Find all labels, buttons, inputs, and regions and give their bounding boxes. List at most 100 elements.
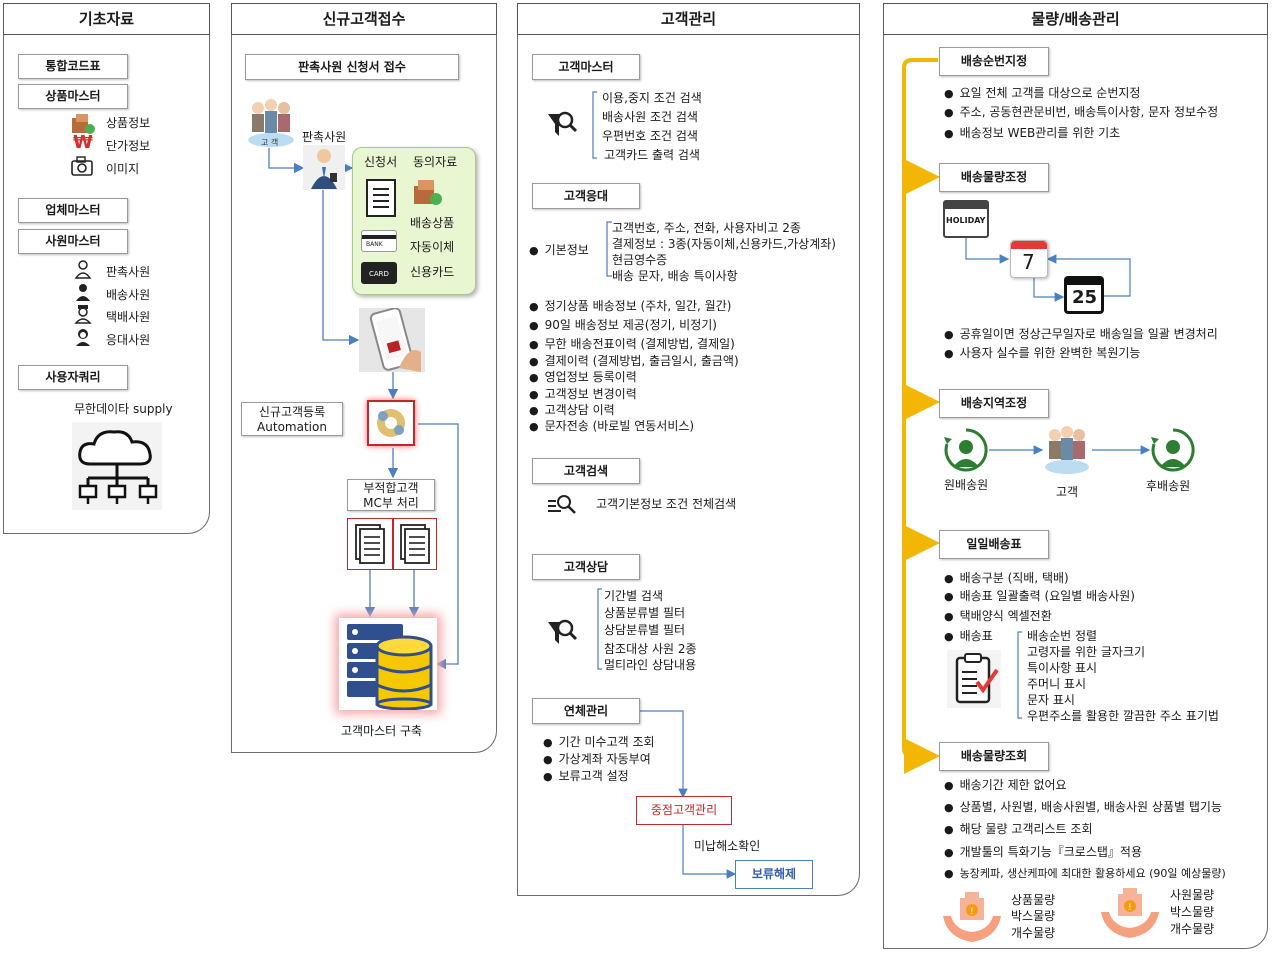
order-bullet-1: 요일 전체 고객를 대상으로 순번지정 bbox=[944, 84, 1141, 101]
customer-consult-box[interactable]: 고객상담 bbox=[532, 554, 640, 580]
calendar-7-icon: 7 bbox=[1010, 240, 1048, 278]
basic-info-item-3: 현금영수증 bbox=[612, 253, 668, 267]
consult-filter-icon bbox=[546, 618, 578, 653]
product-box-icon bbox=[70, 112, 96, 136]
basic-info-item-1: 고객번호, 주소, 전화, 사용자비고 2종 bbox=[612, 221, 801, 235]
search-item: 고객기본정보 조건 전체검색 bbox=[596, 497, 737, 511]
camera-icon bbox=[70, 155, 94, 180]
unfit-customer-box[interactable]: 부적합고객 MC부 처리 bbox=[347, 479, 435, 511]
courier-staff-label: 택배사원 bbox=[106, 310, 151, 324]
service-bullet-7: 고객상담 이력 bbox=[529, 401, 615, 418]
adjust-bullet-1: 공휴일이면 정상근무일자로 배송일을 일괄 변경처리 bbox=[944, 325, 1218, 342]
delivery-product-label: 배송상품 bbox=[410, 216, 455, 230]
basic-info-label: 기본정보 bbox=[529, 241, 589, 258]
service-bullet-1: 정기상품 배송정보 (주차, 일간, 월간) bbox=[529, 297, 732, 314]
master-search-item-2: 배송사원 조건 검색 bbox=[602, 110, 698, 124]
focus-customer-box[interactable]: 중점고객관리 bbox=[636, 796, 732, 825]
order-bullet-3: 배송정보 WEB관리를 위한 기초 bbox=[944, 124, 1121, 141]
holiday-label: HOLIDAY bbox=[946, 216, 986, 225]
customer-master-box[interactable]: 고객마스터 bbox=[532, 54, 640, 80]
hold-release-box[interactable]: 보류해제 bbox=[735, 860, 813, 889]
promo-staff-label: 판촉사원 bbox=[106, 265, 151, 279]
customers-group-tag: 고 객 bbox=[261, 138, 279, 147]
daily-bullet-1: 배송구분 (직배, 택배) bbox=[944, 569, 1069, 586]
support-staff-label: 응대사원 bbox=[106, 333, 151, 347]
customers-group-icon bbox=[246, 96, 296, 151]
volume-query-box[interactable]: 배송물량조회 bbox=[939, 742, 1049, 771]
daily-bullet-3: 택배양식 엑셀전환 bbox=[944, 607, 1052, 624]
next-driver-icon bbox=[1150, 427, 1196, 476]
area-customers-icon bbox=[1043, 423, 1091, 478]
next-driver-label: 후배송원 bbox=[1146, 479, 1191, 493]
credit-card-icon: CARD bbox=[361, 262, 397, 284]
user-query-box[interactable]: 사용자쿼리 bbox=[18, 365, 128, 390]
automation-title-2: Automation bbox=[257, 420, 327, 434]
price-info-label: 단가정보 bbox=[106, 139, 151, 153]
delivery-product-icon bbox=[412, 178, 444, 211]
consult-item-5: 멀티라인 상담내용 bbox=[604, 658, 697, 672]
unfit-document-icon-1 bbox=[347, 518, 393, 570]
database-server-icon bbox=[339, 618, 437, 711]
product-master-box[interactable]: 상품마스터 bbox=[18, 84, 128, 109]
master-search-item-1: 이용,중지 조건 검색 bbox=[602, 91, 702, 105]
bank-card-icon: BANK bbox=[361, 230, 397, 252]
right-volume-item-2: 박스물량 bbox=[1170, 905, 1215, 919]
master-search-item-4: 고객카드 출력 검색 bbox=[604, 148, 700, 162]
holiday-calendar-icon: HOLIDAY bbox=[943, 200, 989, 238]
reception-title: 신규고객접수 bbox=[231, 3, 497, 35]
delivery-title: 물량/배송관리 bbox=[883, 3, 1268, 35]
unfit-title-1: 부적합고객 bbox=[363, 481, 419, 495]
supply-label: 무한데이타 supply bbox=[74, 402, 173, 416]
sales-staff-label: 판촉사원 bbox=[302, 130, 347, 144]
company-master-box[interactable]: 업체마스터 bbox=[18, 198, 128, 223]
area-adjust-box[interactable]: 배송지역조정 bbox=[939, 389, 1049, 418]
query-bullet-3: 해당 물량 고객리스트 조회 bbox=[944, 820, 1093, 837]
customer-service-box[interactable]: 고객응대 bbox=[532, 183, 640, 209]
document-icon bbox=[363, 178, 401, 221]
support-staff-icon bbox=[74, 327, 92, 350]
product-info-label: 상품정보 bbox=[106, 116, 151, 130]
volume-adjust-box[interactable]: 배송물량조정 bbox=[939, 163, 1049, 192]
won-icon: ₩ bbox=[73, 132, 93, 153]
application-receipt-box[interactable]: 판촉사원 신청서 접수 bbox=[245, 54, 459, 80]
delivery-staff-icon bbox=[74, 282, 92, 305]
unfit-title-2: MC부 처리 bbox=[363, 496, 419, 510]
right-volume-item-1: 사원물량 bbox=[1170, 888, 1215, 902]
daily-sheet-box[interactable]: 일일배송표 bbox=[939, 530, 1049, 559]
delivery-order-box[interactable]: 배송순번지정 bbox=[939, 47, 1049, 76]
clipboard-check-icon bbox=[947, 650, 1001, 708]
consult-item-1: 기간별 검색 bbox=[604, 589, 664, 603]
sheet-item-4: 주머니 표시 bbox=[1027, 677, 1087, 691]
basic-data-title: 기초자료 bbox=[3, 3, 210, 35]
list-search-icon bbox=[547, 493, 577, 518]
customer-search-box[interactable]: 고객검색 bbox=[532, 458, 640, 484]
sheet-item-2: 고령자를 위한 글자크기 bbox=[1027, 645, 1146, 659]
svg-text:!: ! bbox=[970, 907, 974, 917]
left-volume-item-1: 상품물량 bbox=[1011, 893, 1056, 907]
calendar-25-icon: 25 bbox=[1064, 276, 1104, 314]
master-search-item-3: 우편번호 조건 검색 bbox=[602, 129, 698, 143]
staff-volume-hands-icon: ! bbox=[1099, 882, 1161, 945]
sales-staff-icon bbox=[303, 145, 345, 193]
credit-card-item-label: 신용카드 bbox=[410, 265, 455, 279]
overdue-management-box[interactable]: 연체관리 bbox=[532, 698, 640, 724]
left-volume-item-3: 개수물량 bbox=[1011, 926, 1056, 940]
promo-staff-icon bbox=[74, 259, 92, 282]
unified-code-box[interactable]: 통합코드표 bbox=[18, 54, 128, 79]
original-driver-label: 원배송원 bbox=[944, 478, 989, 492]
staff-master-box[interactable]: 사원마스터 bbox=[18, 229, 128, 254]
customer-master-build-label: 고객마스터 구축 bbox=[341, 724, 423, 738]
area-customer-label: 고객 bbox=[1056, 485, 1079, 499]
new-customer-automation-box[interactable]: 신규고객등록 Automation bbox=[241, 402, 343, 436]
sheet-item-5: 문자 표시 bbox=[1027, 693, 1075, 707]
right-volume-item-3: 개수물량 bbox=[1170, 922, 1215, 936]
basic-info-item-2: 결제정보 : 3종(자동이체,신용카드,가상계좌) bbox=[612, 237, 836, 251]
product-volume-hands-icon: ! bbox=[941, 886, 1003, 949]
service-bullet-4: 결제이력 (결제방법, 출금일시, 출금액) bbox=[529, 352, 739, 369]
service-bullet-6: 고객정보 변경이력 bbox=[529, 385, 637, 402]
adjust-bullet-2: 사용자 실수를 위한 완벽한 복원기능 bbox=[944, 344, 1141, 361]
query-bullet-5: 농장케파, 생산케파에 최대한 활용하세요 (90일 예상물량) bbox=[944, 865, 1226, 881]
order-bullet-2: 주소, 공동현관문비번, 배송특이사항, 문자 정보수정 bbox=[944, 103, 1219, 120]
overdue-bullet-2: 가상계좌 자동부여 bbox=[543, 750, 651, 767]
